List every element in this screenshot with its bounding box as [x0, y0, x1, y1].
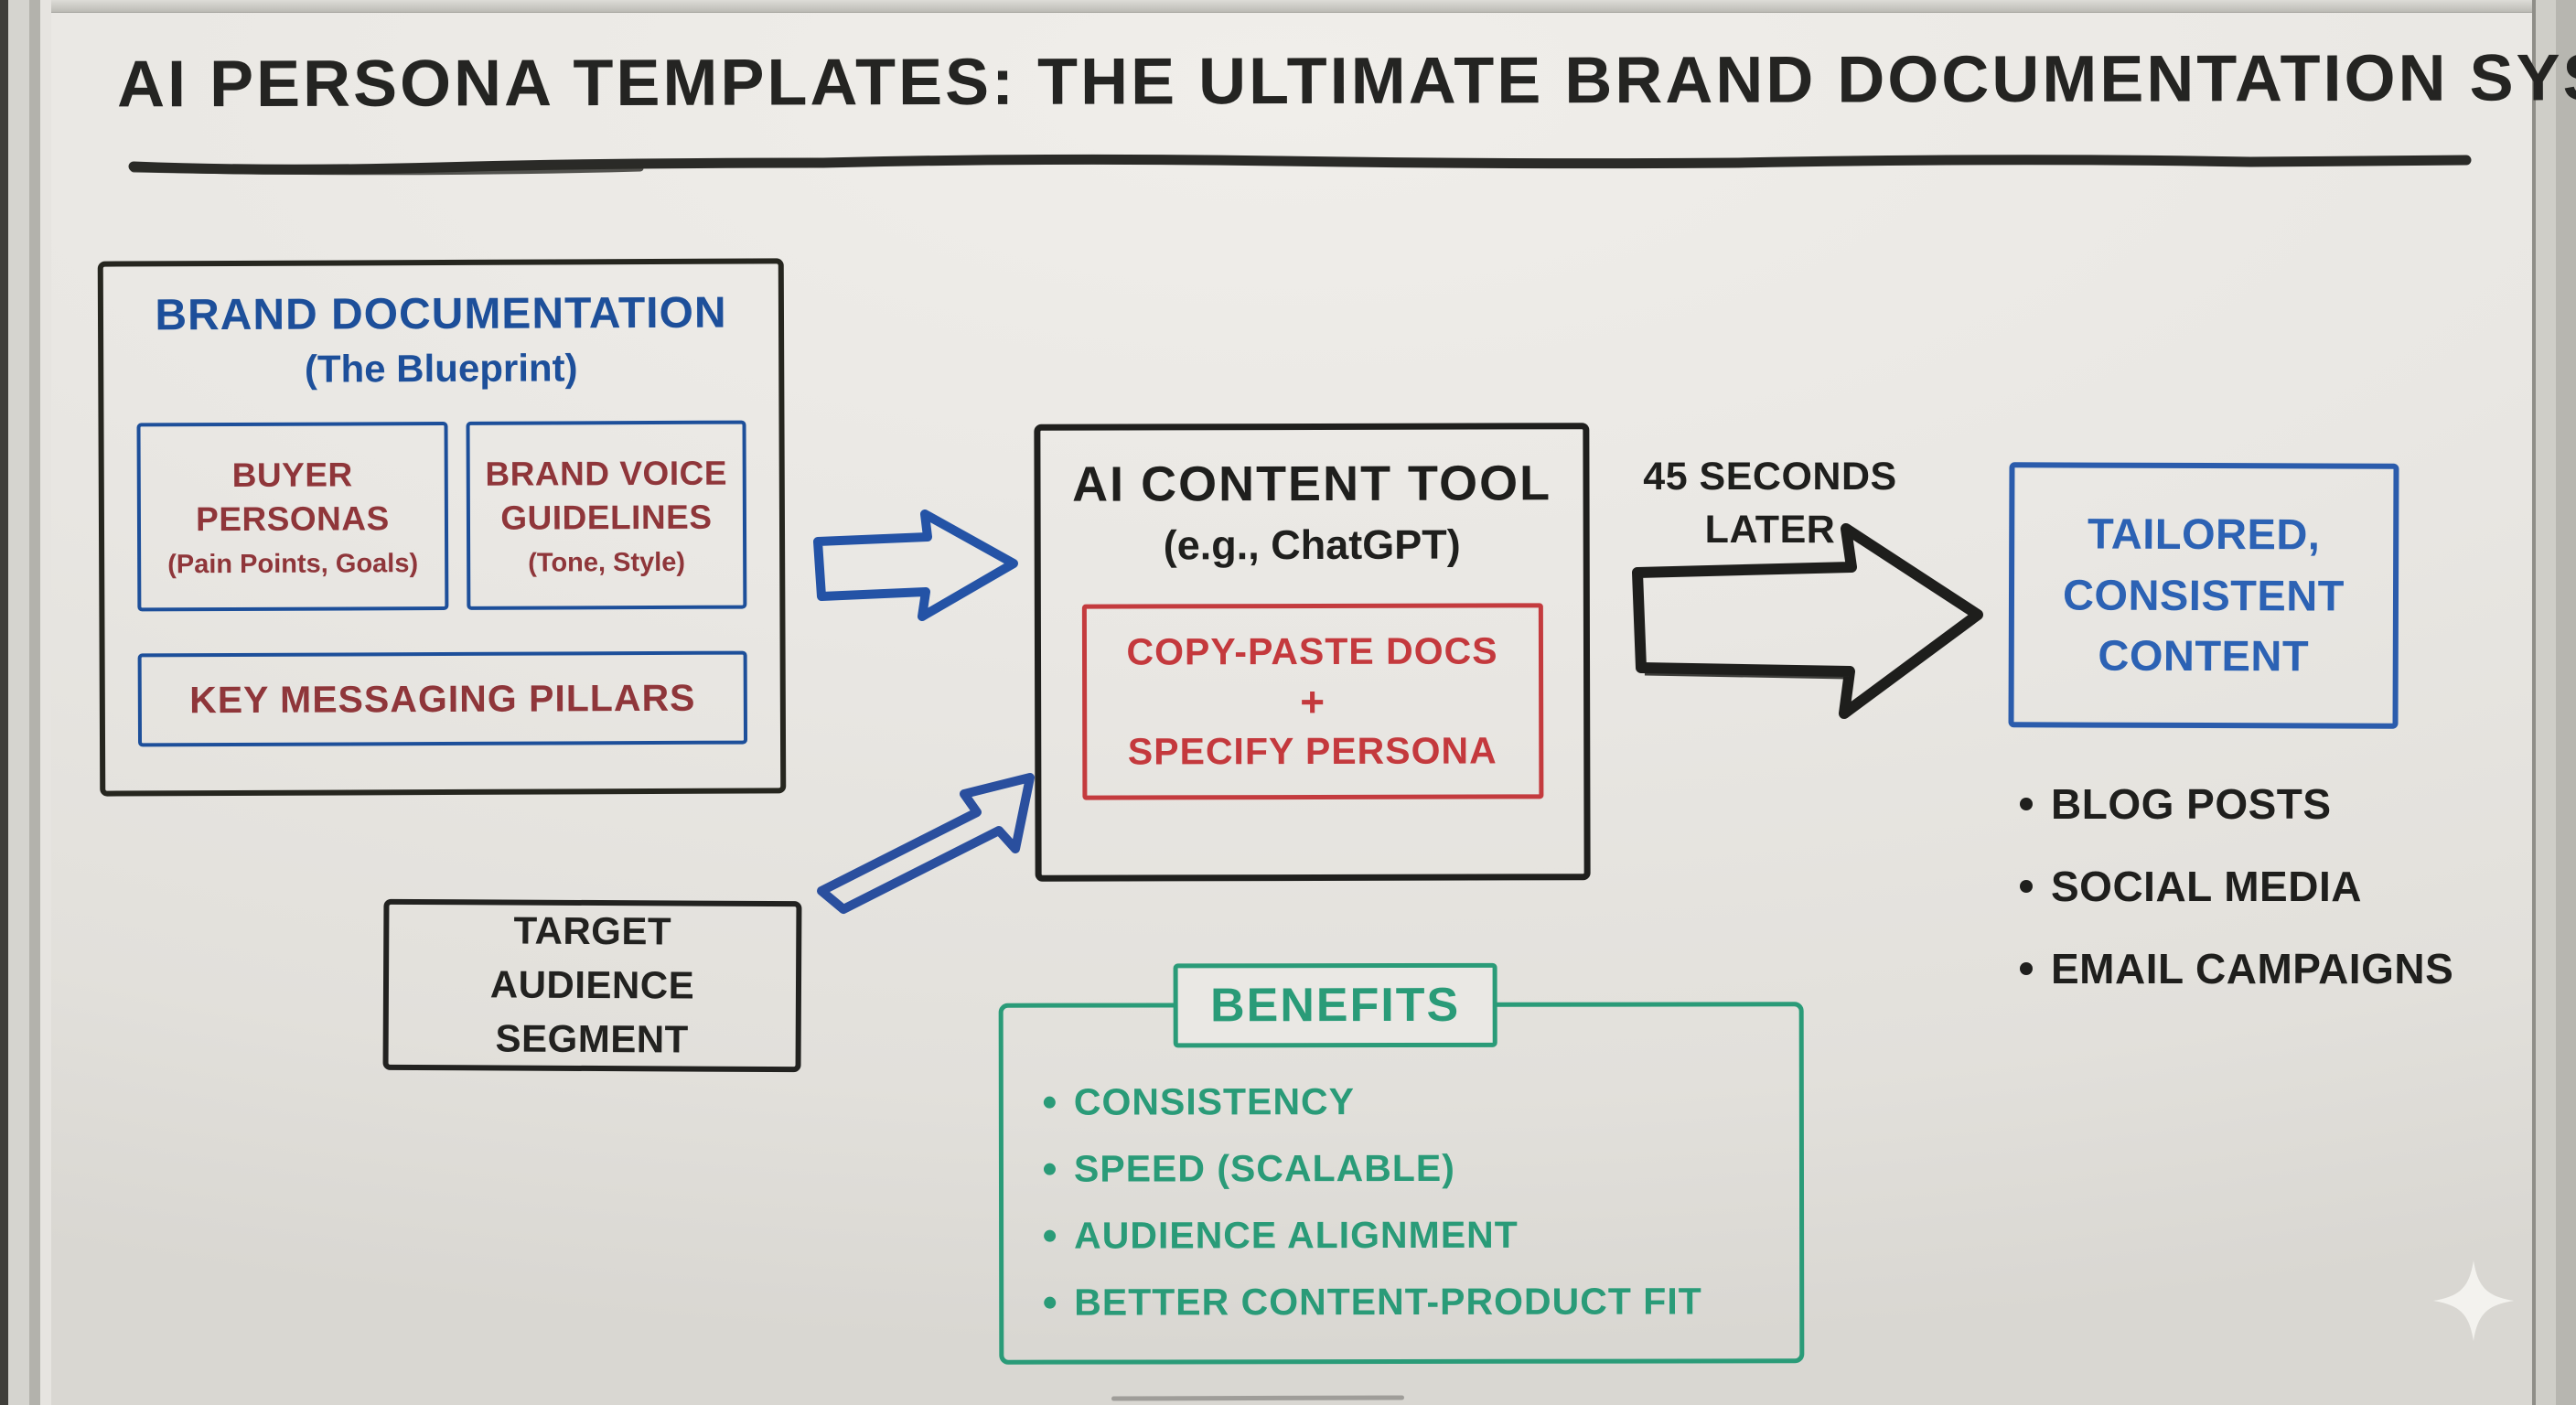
- output-bullet-label: BLOG POSTS: [2051, 780, 2332, 828]
- bullet-dot-icon: [2020, 798, 2033, 810]
- benefit-label: CONSISTENCY: [1073, 1080, 1356, 1123]
- benefit-label: SPEED (SCALABLE): [1073, 1146, 1455, 1190]
- benefit-label: AUDIENCE ALIGNMENT: [1074, 1213, 1519, 1257]
- buyer-personas-box: BUYER PERSONAS (Pain Points, Goals): [136, 421, 449, 612]
- buyer-personas-subtitle: (Pain Points, Goals): [167, 548, 419, 580]
- output-bullet-label: SOCIAL MEDIA: [2051, 863, 2362, 910]
- marker-smudge: [1111, 1395, 1405, 1401]
- title-underline: [128, 154, 2472, 176]
- benefits-bullet-list: CONSISTENCY SPEED (SCALABLE) AUDIENCE AL…: [1043, 1079, 1799, 1324]
- target-audience-label: TARGET AUDIENCE SEGMENT: [489, 908, 695, 1061]
- brand-voice-subtitle: (Tone, Style): [528, 547, 686, 578]
- ai-content-tool-box: AI CONTENT TOOL (e.g., ChatGPT) COPY-PAS…: [1034, 423, 1591, 882]
- arrow-right-icon: [813, 509, 1018, 621]
- output-line2: CONSISTENT: [2062, 570, 2345, 620]
- benefits-box: BENEFITS CONSISTENCY SPEED (SCALABLE) AU…: [998, 962, 1805, 1365]
- list-item: BETTER CONTENT-PRODUCT FIT: [1044, 1280, 1799, 1324]
- page-title: AI PERSONA TEMPLATES: THE ULTIMATE BRAND…: [116, 40, 2576, 122]
- list-item: SPEED (SCALABLE): [1043, 1146, 1799, 1190]
- output-bullet-list: BLOG POSTS SOCIAL MEDIA EMAIL CAMPAIGNS: [2020, 779, 2532, 1026]
- transition-line2: LATER: [1704, 508, 1836, 552]
- transition-label: 45 SECONDS LATER: [1619, 450, 1921, 556]
- copy-paste-box: COPY-PASTE DOCS + SPECIFY PERSONA: [1081, 603, 1543, 800]
- bullet-dot-icon: [1043, 1096, 1056, 1109]
- buyer-personas-title: BUYER PERSONAS: [195, 456, 390, 538]
- brand-documentation-heading: BRAND DOCUMENTATION: [155, 288, 727, 340]
- plus-sign: +: [1300, 677, 1326, 726]
- copy-paste-line: COPY-PASTE DOCS: [1126, 629, 1498, 673]
- bullet-dot-icon: [2020, 962, 2033, 975]
- whiteboard-frame-left: [0, 0, 51, 1405]
- arrow-right-large-icon: [1632, 523, 1983, 719]
- brand-documentation-subboxes: BUYER PERSONAS (Pain Points, Goals) BRAN…: [136, 420, 747, 612]
- list-item: SOCIAL MEDIA: [2020, 862, 2532, 911]
- tailored-content-box: TAILORED, CONSISTENT CONTENT: [2008, 462, 2399, 729]
- brand-voice-box: BRAND VOICE GUIDELINES (Tone, Style): [466, 420, 747, 610]
- benefits-heading-tab: BENEFITS: [1173, 962, 1497, 1048]
- target-audience-box: TARGET AUDIENCE SEGMENT: [382, 898, 802, 1073]
- whiteboard-frame-right: [2532, 0, 2576, 1405]
- ai-content-tool-heading: AI CONTENT TOOL: [1071, 456, 1552, 512]
- output-line1: TAILORED,: [2088, 509, 2321, 559]
- brand-documentation-subheading: (The Blueprint): [304, 346, 578, 391]
- output-bullet-label: EMAIL CAMPAIGNS: [2051, 945, 2454, 992]
- list-item: EMAIL CAMPAIGNS: [2020, 944, 2532, 993]
- list-item: CONSISTENCY: [1043, 1079, 1799, 1123]
- transition-line1: 45 SECONDS: [1643, 455, 1897, 499]
- key-messaging-box: KEY MESSAGING PILLARS: [137, 650, 748, 747]
- bullet-dot-icon: [1044, 1296, 1057, 1309]
- brand-voice-title: BRAND VOICE GUIDELINES: [485, 454, 728, 537]
- output-line3: CONTENT: [2098, 630, 2310, 681]
- benefit-label: BETTER CONTENT-PRODUCT FIT: [1074, 1280, 1702, 1324]
- specify-persona-line: SPECIFY PERSONA: [1127, 729, 1497, 773]
- brand-documentation-box: BRAND DOCUMENTATION (The Blueprint) BUYE…: [97, 258, 787, 797]
- list-item: AUDIENCE ALIGNMENT: [1044, 1213, 1799, 1257]
- bullet-dot-icon: [1044, 1229, 1057, 1242]
- sparkle-icon: [2432, 1260, 2515, 1342]
- bullet-dot-icon: [2020, 880, 2033, 893]
- ai-content-tool-subheading: (e.g., ChatGPT): [1163, 520, 1461, 569]
- list-item: BLOG POSTS: [2020, 779, 2532, 829]
- arrow-up-right-icon: [817, 773, 1035, 914]
- bullet-dot-icon: [1043, 1163, 1056, 1175]
- whiteboard-frame-top: [0, 0, 2576, 13]
